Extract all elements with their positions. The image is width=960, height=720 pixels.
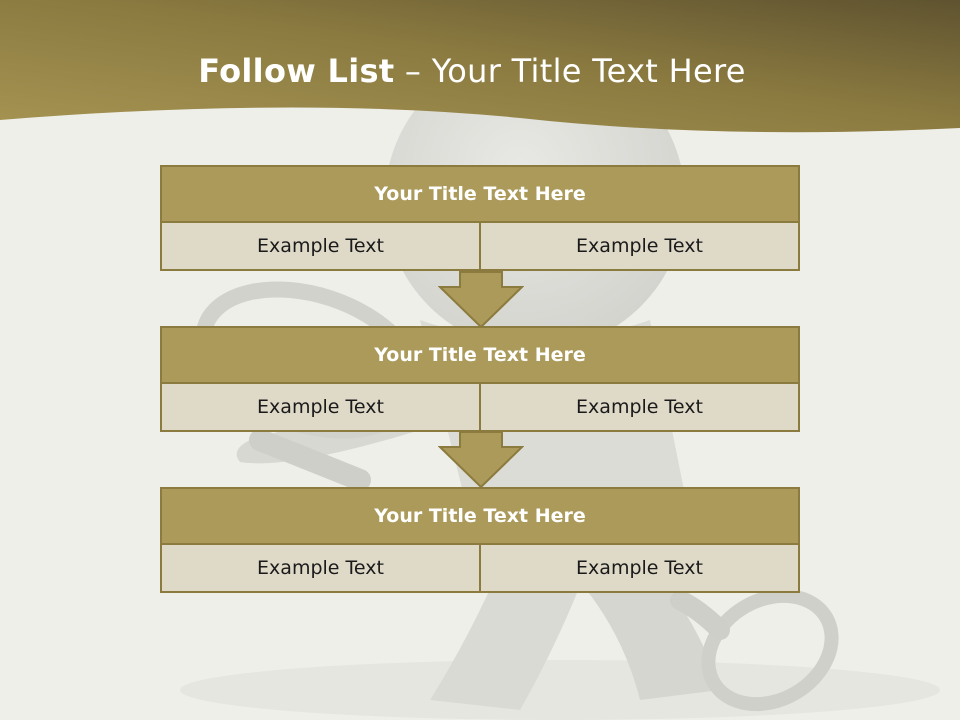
block-title: Your Title Text Here — [160, 487, 800, 543]
block-row: Example Text Example Text — [160, 221, 800, 271]
slide-title: Follow List – Your Title Text Here — [0, 52, 944, 90]
slide-title-bold: Follow List — [198, 52, 395, 90]
list-block: Your Title Text Here Example Text Exampl… — [160, 165, 800, 271]
block-cell-left: Example Text — [257, 557, 384, 579]
slide-title-rest: – Your Title Text Here — [394, 52, 746, 90]
block-cell-right: Example Text — [479, 223, 798, 269]
list-block: Your Title Text Here Example Text Exampl… — [160, 326, 800, 432]
block-cell-right: Example Text — [479, 384, 798, 430]
block-cell-left: Example Text — [257, 235, 384, 257]
block-title: Your Title Text Here — [160, 165, 800, 221]
block-cell-left: Example Text — [257, 396, 384, 418]
down-arrow-icon — [438, 431, 524, 489]
block-row: Example Text Example Text — [160, 382, 800, 432]
header-band — [0, 0, 960, 133]
block-row: Example Text Example Text — [160, 543, 800, 593]
down-arrow-icon — [438, 271, 524, 329]
block-title: Your Title Text Here — [160, 326, 800, 382]
list-block: Your Title Text Here Example Text Exampl… — [160, 487, 800, 593]
block-cell-right: Example Text — [479, 545, 798, 591]
